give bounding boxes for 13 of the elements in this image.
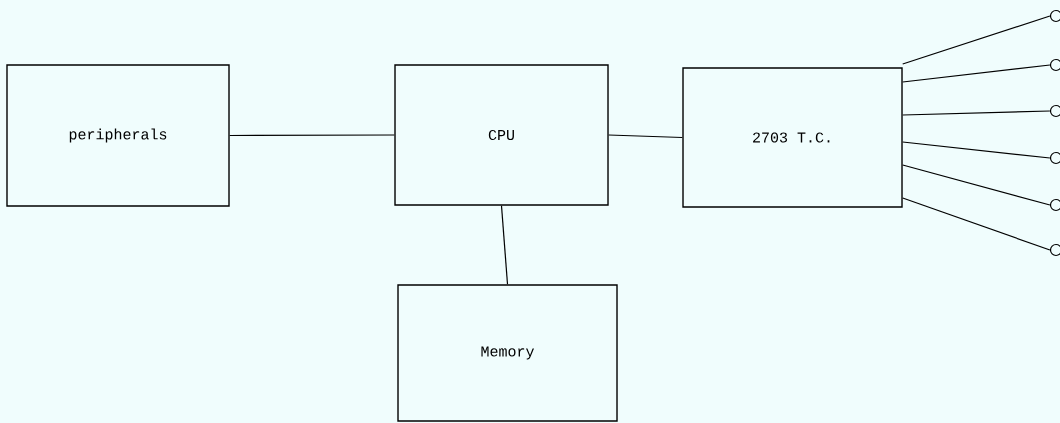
connector-line bbox=[902, 164, 1051, 206]
block-box: 2703 T.C. bbox=[682, 67, 903, 208]
connector-line bbox=[902, 141, 1051, 159]
connector-line bbox=[902, 197, 1051, 251]
connector-line bbox=[229, 134, 395, 137]
connector-line bbox=[608, 134, 683, 139]
connector-line bbox=[500, 205, 509, 285]
connector-line bbox=[902, 64, 1051, 83]
connector-line bbox=[902, 15, 1051, 65]
connector-line bbox=[902, 110, 1051, 116]
block-box: Memory bbox=[397, 284, 618, 422]
block-box: CPU bbox=[394, 64, 609, 206]
block-box: peripherals bbox=[6, 64, 230, 207]
